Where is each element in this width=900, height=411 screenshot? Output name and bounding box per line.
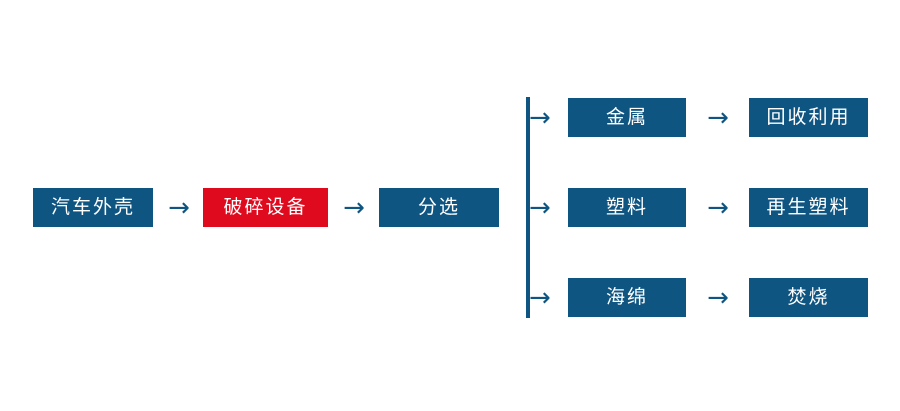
- arrow-split-to-sponge-icon: →: [529, 282, 551, 313]
- arrow-split-to-plastic-icon: →: [529, 192, 551, 223]
- node-branch-metal[interactable]: 金属: [568, 98, 686, 137]
- node-outcome-recycling[interactable]: 回收利用: [749, 98, 868, 137]
- node-input-car-shell[interactable]: 汽车外壳: [33, 188, 153, 227]
- node-branch-sponge[interactable]: 海绵: [568, 278, 686, 317]
- arrow-crusher-to-sorting-icon: →: [343, 192, 365, 223]
- arrow-metal-to-outcome-icon: →: [707, 102, 729, 133]
- arrow-sponge-to-outcome-icon: →: [707, 282, 729, 313]
- arrow-plastic-to-outcome-icon: →: [707, 192, 729, 223]
- vertical-split-bus: [526, 97, 530, 318]
- node-outcome-regenerated-plastic[interactable]: 再生塑料: [749, 188, 868, 227]
- node-branch-plastic[interactable]: 塑料: [568, 188, 686, 227]
- arrow-split-to-metal-icon: →: [529, 102, 551, 133]
- node-outcome-incineration[interactable]: 焚烧: [749, 278, 868, 317]
- arrow-input-to-crusher-icon: →: [168, 192, 190, 223]
- node-sorting[interactable]: 分选: [379, 188, 499, 227]
- node-crushing-equipment[interactable]: 破碎设备: [203, 188, 328, 227]
